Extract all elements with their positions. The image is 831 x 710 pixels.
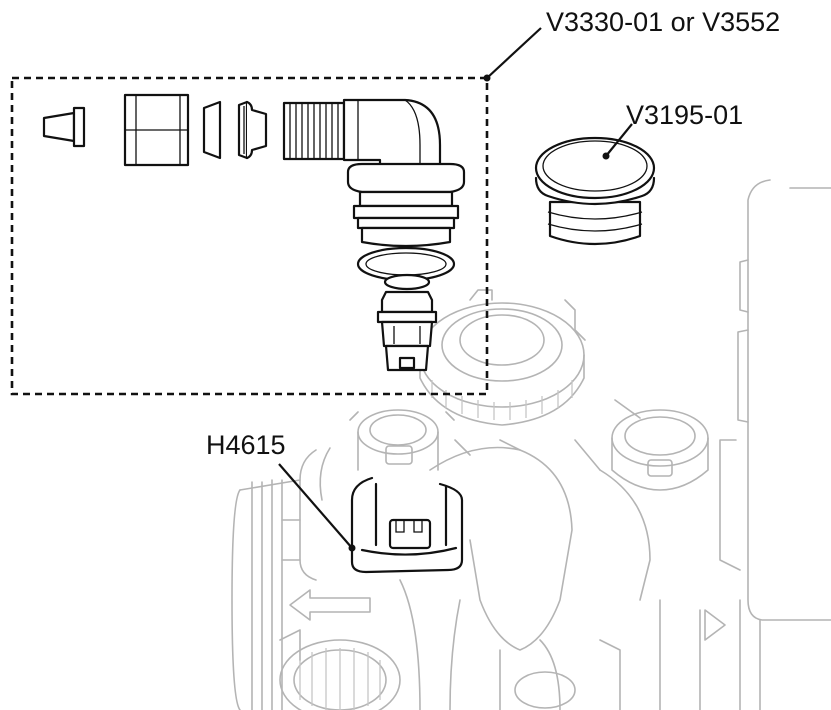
leader-line-connector-kit <box>486 27 542 79</box>
part-label-connector-kit: V3330-01 or V3552 <box>546 7 781 37</box>
leader-dot-clip <box>348 544 356 552</box>
compression-ferrule <box>237 100 268 160</box>
leader-dot-plug <box>602 152 610 160</box>
part-label-plug: V3195-01 <box>626 100 744 130</box>
nut <box>123 93 190 167</box>
leader-dot-connector-kit <box>483 74 491 82</box>
leader-line-plug <box>605 123 633 157</box>
clip <box>350 476 464 574</box>
valve-body-background <box>231 179 831 710</box>
split-ring <box>202 100 222 160</box>
elbow-fitting <box>282 98 466 248</box>
leader-line-clip <box>278 463 353 549</box>
part-label-clip: H4615 <box>206 430 286 460</box>
insert-tube <box>42 106 86 148</box>
plug-cap <box>534 136 656 246</box>
connector-kit-group-box <box>10 76 489 396</box>
check-valve <box>376 273 438 372</box>
